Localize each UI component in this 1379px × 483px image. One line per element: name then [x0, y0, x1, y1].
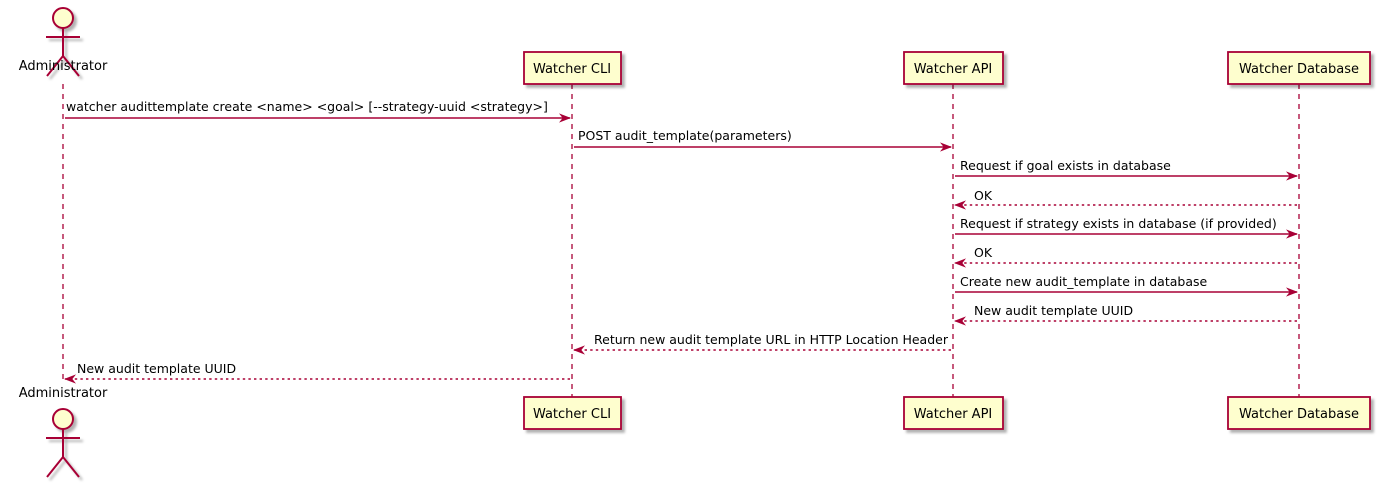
message-label-m8: New audit template UUID	[974, 303, 1133, 318]
message-label-m9: Return new audit template URL in HTTP Lo…	[594, 332, 949, 347]
participant-label-watcher-cli: Watcher CLI	[533, 62, 611, 77]
message-label-m3: Request if goal exists in database	[960, 158, 1171, 173]
message-labels-group: watcher audittemplate create <name> <goa…	[66, 99, 1277, 376]
message-label-m5: Request if strategy exists in database (…	[960, 216, 1277, 231]
participant-label-watcher-api: Watcher API	[914, 62, 993, 77]
message-label-m1: watcher audittemplate create <name> <goa…	[66, 99, 548, 114]
participant-label-watcher-api: Watcher API	[914, 407, 993, 422]
participant-box-watcher-api-bottom[interactable]: Watcher API	[903, 396, 1004, 430]
participant-box-watcher-cli-bottom[interactable]: Watcher CLI	[523, 396, 622, 430]
participant-box-watcher-db-top[interactable]: Watcher Database	[1227, 51, 1371, 85]
participant-label-watcher-db: Watcher Database	[1239, 62, 1359, 77]
participant-box-watcher-db-bottom[interactable]: Watcher Database	[1227, 396, 1371, 430]
message-arrows-group	[64, 113, 1298, 384]
message-label-m7: Create new audit_template in database	[960, 274, 1207, 289]
actor-label-administrator-top: Administrator	[19, 59, 108, 74]
participant-box-watcher-cli-top[interactable]: Watcher CLI	[523, 51, 622, 85]
participant-label-watcher-db: Watcher Database	[1239, 407, 1359, 422]
message-label-m10: New audit template UUID	[77, 361, 236, 376]
message-label-m6: OK	[974, 245, 993, 260]
participant-box-watcher-api-top[interactable]: Watcher API	[903, 51, 1004, 85]
participant-boxes-group: Watcher CLI Watcher CLI Watcher API Watcher…	[523, 51, 1371, 430]
actor-administrator-top	[46, 7, 80, 77]
message-label-m4: OK	[974, 188, 993, 203]
actor-label-administrator-bottom: Administrator	[19, 386, 108, 401]
lifelines-group	[62, 84, 1300, 397]
participant-label-watcher-cli: Watcher CLI	[533, 407, 611, 422]
message-label-m2: POST audit_template(parameters)	[578, 128, 792, 143]
actor-administrator-bottom	[46, 408, 80, 478]
